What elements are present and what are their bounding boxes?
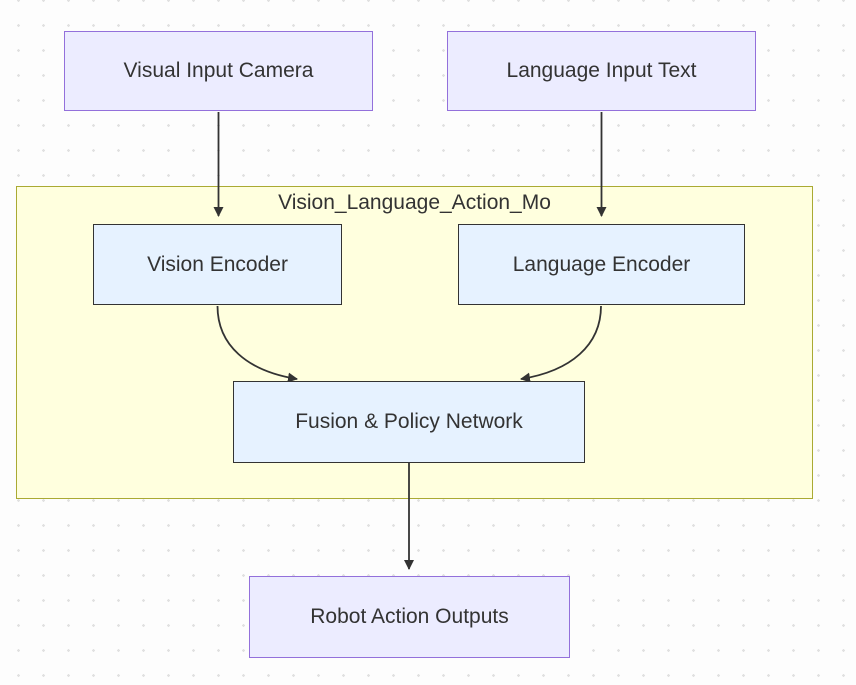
node-label: Robot Action Outputs bbox=[310, 605, 509, 628]
node-label: Language Input Text bbox=[506, 59, 697, 82]
node-language-encoder: Language Encoder bbox=[458, 224, 745, 305]
node-label: Fusion & Policy Network bbox=[295, 410, 523, 433]
node-label: Vision Encoder bbox=[147, 252, 288, 276]
node-label: Language Encoder bbox=[512, 252, 691, 276]
node-visual-input-camera: Visual Input Camera bbox=[64, 31, 373, 111]
subgraph-title: Vision_Language_Action_Mo bbox=[278, 191, 551, 214]
node-language-input-text: Language Input Text bbox=[447, 31, 756, 111]
node-robot-action-outputs: Robot Action Outputs bbox=[249, 576, 570, 658]
node-label: Visual Input Camera bbox=[123, 59, 314, 82]
node-vision-encoder: Vision Encoder bbox=[93, 224, 342, 305]
node-fusion-policy-network: Fusion & Policy Network bbox=[233, 381, 585, 463]
